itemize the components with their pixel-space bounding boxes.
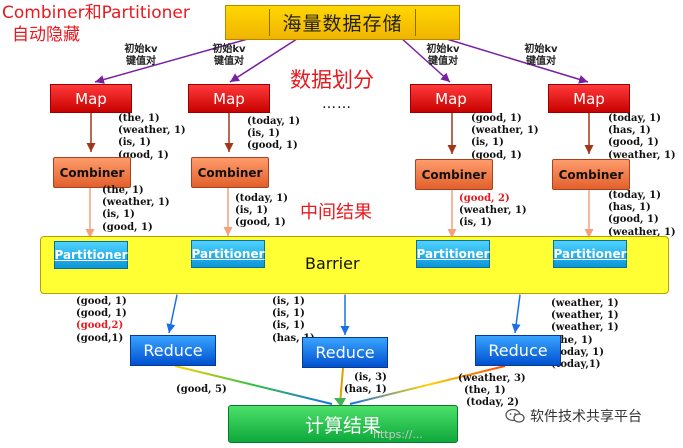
map-output-1: (the, 1)(weather, 1)(is, 1)(good, 1) [118,113,186,161]
partitioner-box-3: Partitioner [416,240,490,268]
reduce-output-3: (weather, 3)(the, 1)(today, 2) [458,373,526,409]
combiner-output-2: (today, 1)(is, 1)(good, 1) [235,193,288,229]
corner-title-line2: 自动隐藏 [12,25,80,45]
reduce-box-3: Reduce [475,335,561,366]
partitioner-box-1: Partitioner [54,241,128,269]
to-reduce-3-arrow [511,294,521,334]
combiner-box-3: Combiner [415,159,493,190]
reduce-3-to-result-arrow [349,365,506,405]
barrier-label: Barrier [305,254,360,273]
watermark-text: https://... [373,428,423,441]
storage-label: 海量数据存储 [269,9,416,36]
reduce-output-1: (good, 5) [176,384,227,395]
reduce-input-1: (good, 1)(good, 1)(good,2)(good,1) [76,296,127,344]
wechat-icon [505,409,525,423]
combiner-box-2: Combiner [191,157,269,188]
brand-label: 软件技术共享平台 [530,409,642,425]
combiner-box-4: Combiner [552,159,630,190]
reduce-input-2: (is, 1)(is, 1)(is, 1)(has, 1) [272,296,315,344]
storage-to-map-2-arrow [229,36,301,83]
kv-label-3: 初始kv 键值对 [426,44,460,67]
kv-label-2: 初始kv 键值对 [212,44,246,67]
storage-box: 海量数据存储 [225,5,460,40]
reduce-box-1: Reduce [130,335,216,366]
corner-title: Combiner和Partitioner 自动隐藏 [2,2,212,46]
storage-to-map-1-arrow [94,36,256,84]
data-split-label: 数据划分 [290,68,374,92]
kv-label-1: 初始kv 键值对 [124,44,158,67]
final-result-box: 计算结果 [228,405,458,443]
combiner-output-3: (good, 2)(weather, 1)(is, 1) [459,193,527,229]
map-output-3: (good, 1)(weather, 1)(is, 1)(good, 1) [471,113,539,161]
corner-title-line1: Combiner和Partitioner [2,3,190,23]
map-output-4: (today, 1)(has, 1)(good, 1)(weather, 1) [608,113,676,161]
reduce-input-3: (weather, 1)(weather, 1)(weather, 1)(the… [551,298,619,371]
combiner-output-1: (the, 1)(weather, 1)(is, 1)(good, 1) [102,185,170,233]
reduce-output-2: (is, 3)(has, 1) [344,372,387,396]
partitioner-box-2: Partitioner [191,240,265,268]
reduce-box-2: Reduce [302,337,388,368]
combiner-box-1: Combiner [53,157,131,188]
storage-to-map-4-arrow [439,36,589,84]
kv-label-4: 初始kv 键值对 [524,44,558,67]
map-output-2: (today, 1)(is, 1)(good, 1) [247,116,300,152]
storage-to-map-3-arrow [399,36,451,83]
brand-badge: 软件技术共享平台 [505,406,642,426]
intermediate-result-label: 中间结果 [300,202,372,223]
map-box-2: Map [188,84,270,113]
map-box-3: Map [410,84,492,113]
map-box-4: Map [548,84,630,113]
reduce-1-to-result-arrow [174,365,333,405]
combiner-output-4: (today, 1)(has, 1)(good, 1)(weather, 1) [608,190,676,238]
to-reduce-1-arrow [166,294,178,334]
map-box-1: Map [50,84,132,113]
ellipsis-label: …… [322,96,352,112]
partitioner-box-4: Partitioner [553,240,627,268]
